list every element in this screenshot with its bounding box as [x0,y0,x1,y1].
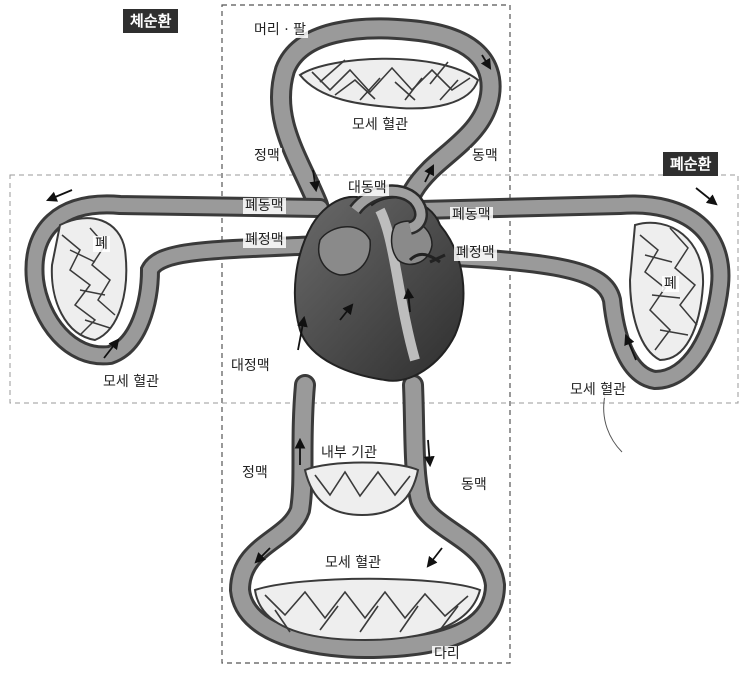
systemic-circulation-tag: 체순환 [123,9,178,33]
pulmonary-vein-right-label: 폐정맥 [454,245,497,261]
heart [295,191,464,380]
right-capillary-leader-line [604,395,622,452]
pulmonary-artery-left-label: 폐동맥 [243,198,286,214]
capillary-bottom-label: 모세 혈관 [323,555,383,571]
artery-lower-label: 동맥 [459,477,489,493]
pulmonary-circulation-tag: 폐순환 [663,152,718,176]
vein-upper-label: 정맥 [252,148,282,164]
arrow-artery-lower-down [428,440,430,465]
arrow-right-lung-top [696,188,716,204]
left-lung-vessels [34,204,320,355]
aorta-label: 대동맥 [346,180,389,196]
artery-upper-label: 동맥 [470,148,500,164]
right-lung-vessels [420,205,720,380]
vena-cava-label: 대정맥 [229,358,272,374]
pulmonary-artery-right-label: 폐동맥 [450,207,493,223]
arrow-left-lung-top [48,190,72,200]
capillary-left-label: 모세 혈관 [101,374,161,390]
pulmonary-vein-left-label: 폐정맥 [243,232,286,248]
arrow-lower-right [428,548,442,566]
lung-right-label: 폐 [662,276,679,292]
leg-label: 다리 [432,646,462,662]
head-arm-label: 머리 · 팔 [252,22,308,38]
capillary-top-label: 모세 혈관 [350,117,410,133]
internal-organs-label: 내부 기관 [319,445,379,461]
vein-lower-label: 정맥 [240,465,270,481]
capillary-right-label: 모세 혈관 [568,382,628,398]
lung-left-label: 폐 [93,236,110,252]
